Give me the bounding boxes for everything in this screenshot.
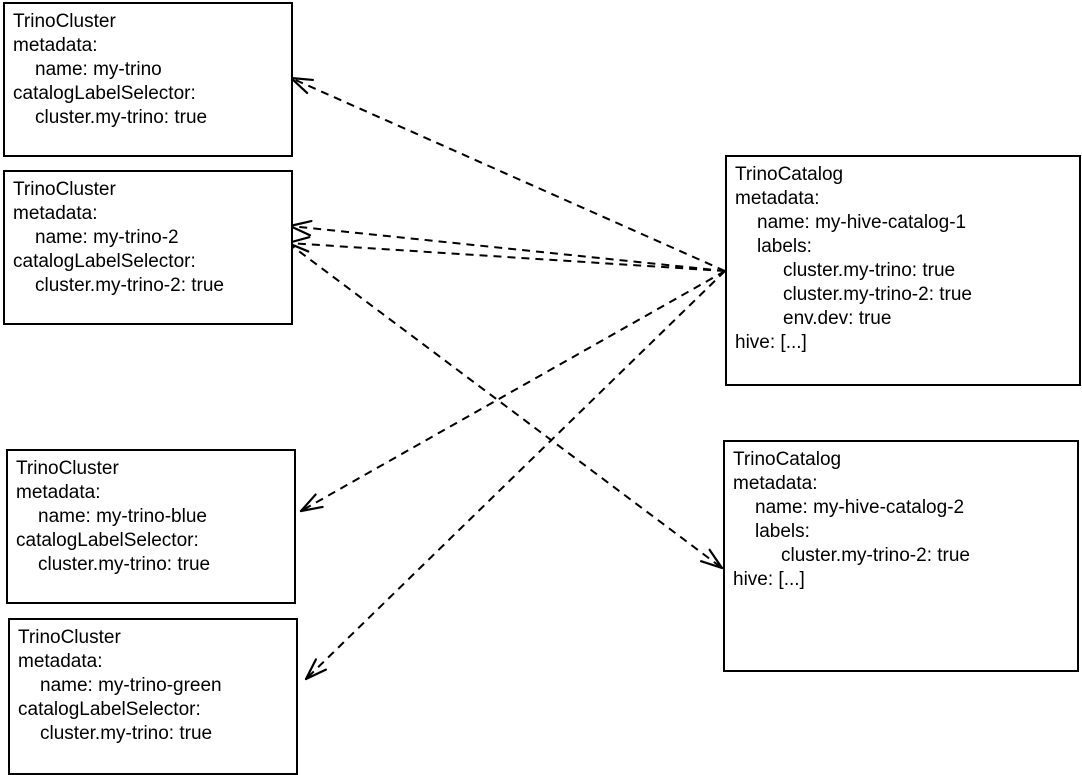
node-catalog-my-hive-catalog-2[interactable]: TrinoCatalog metadata: name: my-hive-catal… [723, 440, 1079, 672]
node-line: name: my-trino-blue [38, 506, 207, 527]
node-cluster-my-trino-green[interactable]: TrinoCluster metadata: name: my-trino-gree… [8, 618, 298, 775]
node-line: env.dev: true [783, 308, 892, 329]
node-line: name: my-trino [35, 59, 162, 80]
node-line: name: my-trino-2 [35, 227, 179, 248]
node-line: name: my-hive-catalog-2 [755, 497, 965, 518]
node-catalog-my-hive-catalog-1[interactable]: TrinoCatalog metadata: name: my-hive-catal… [725, 155, 1081, 386]
node-line: TrinoCluster [13, 11, 116, 32]
node-cluster-my-trino-2[interactable]: TrinoCluster metadata: name: my-trino-2 cat… [3, 170, 293, 325]
node-line: catalogLabelSelector: [13, 83, 196, 104]
node-line: hive: [...] [735, 332, 807, 353]
node-line: metadata: [735, 188, 820, 209]
node-line: metadata: [16, 482, 101, 503]
edge-catalog1-to-my-trino-2-a [288, 219, 726, 272]
node-line: TrinoCluster [16, 458, 119, 479]
node-cluster-my-trino-blue[interactable]: TrinoCluster metadata: name: my-trino-blue… [6, 449, 296, 604]
node-line: TrinoCluster [13, 179, 116, 200]
node-line: cluster.my-trino-2: true [783, 284, 972, 305]
node-cluster-my-trino[interactable]: TrinoCluster metadata: name: my-trino catal… [3, 2, 293, 157]
edge-catalog1-to-my-trino-green [304, 270, 726, 681]
node-line: TrinoCatalog [735, 164, 844, 185]
node-line: cluster.my-trino-2: true [781, 545, 970, 566]
node-line: catalogLabelSelector: [18, 699, 201, 720]
node-line: metadata: [18, 651, 103, 672]
node-line: TrinoCluster [18, 627, 121, 648]
node-line: TrinoCatalog [733, 449, 842, 470]
node-line: name: my-trino-green [40, 675, 222, 696]
node-line: name: my-hive-catalog-1 [757, 212, 967, 233]
edge-my-trino-2-to-catalog2 [287, 242, 724, 570]
edge-catalog1-to-my-trino [289, 76, 726, 272]
node-line: cluster.my-trino: true [40, 723, 213, 744]
node-line: labels: [757, 236, 812, 257]
node-line: catalogLabelSelector: [13, 251, 196, 272]
edge-catalog1-to-my-trino-blue [299, 270, 726, 513]
node-line: catalogLabelSelector: [16, 530, 199, 551]
node-line: cluster.my-trino-2: true [35, 275, 224, 296]
node-line: cluster.my-trino: true [35, 107, 208, 128]
node-line: cluster.my-trino: true [783, 260, 956, 281]
node-line: labels: [755, 521, 810, 542]
edge-catalog1-to-my-trino-2-b [286, 236, 726, 272]
node-line: metadata: [13, 203, 98, 224]
node-line: metadata: [733, 473, 818, 494]
node-line: hive: [...] [733, 569, 805, 590]
node-line: metadata: [13, 35, 98, 56]
node-line: cluster.my-trino: true [38, 554, 211, 575]
